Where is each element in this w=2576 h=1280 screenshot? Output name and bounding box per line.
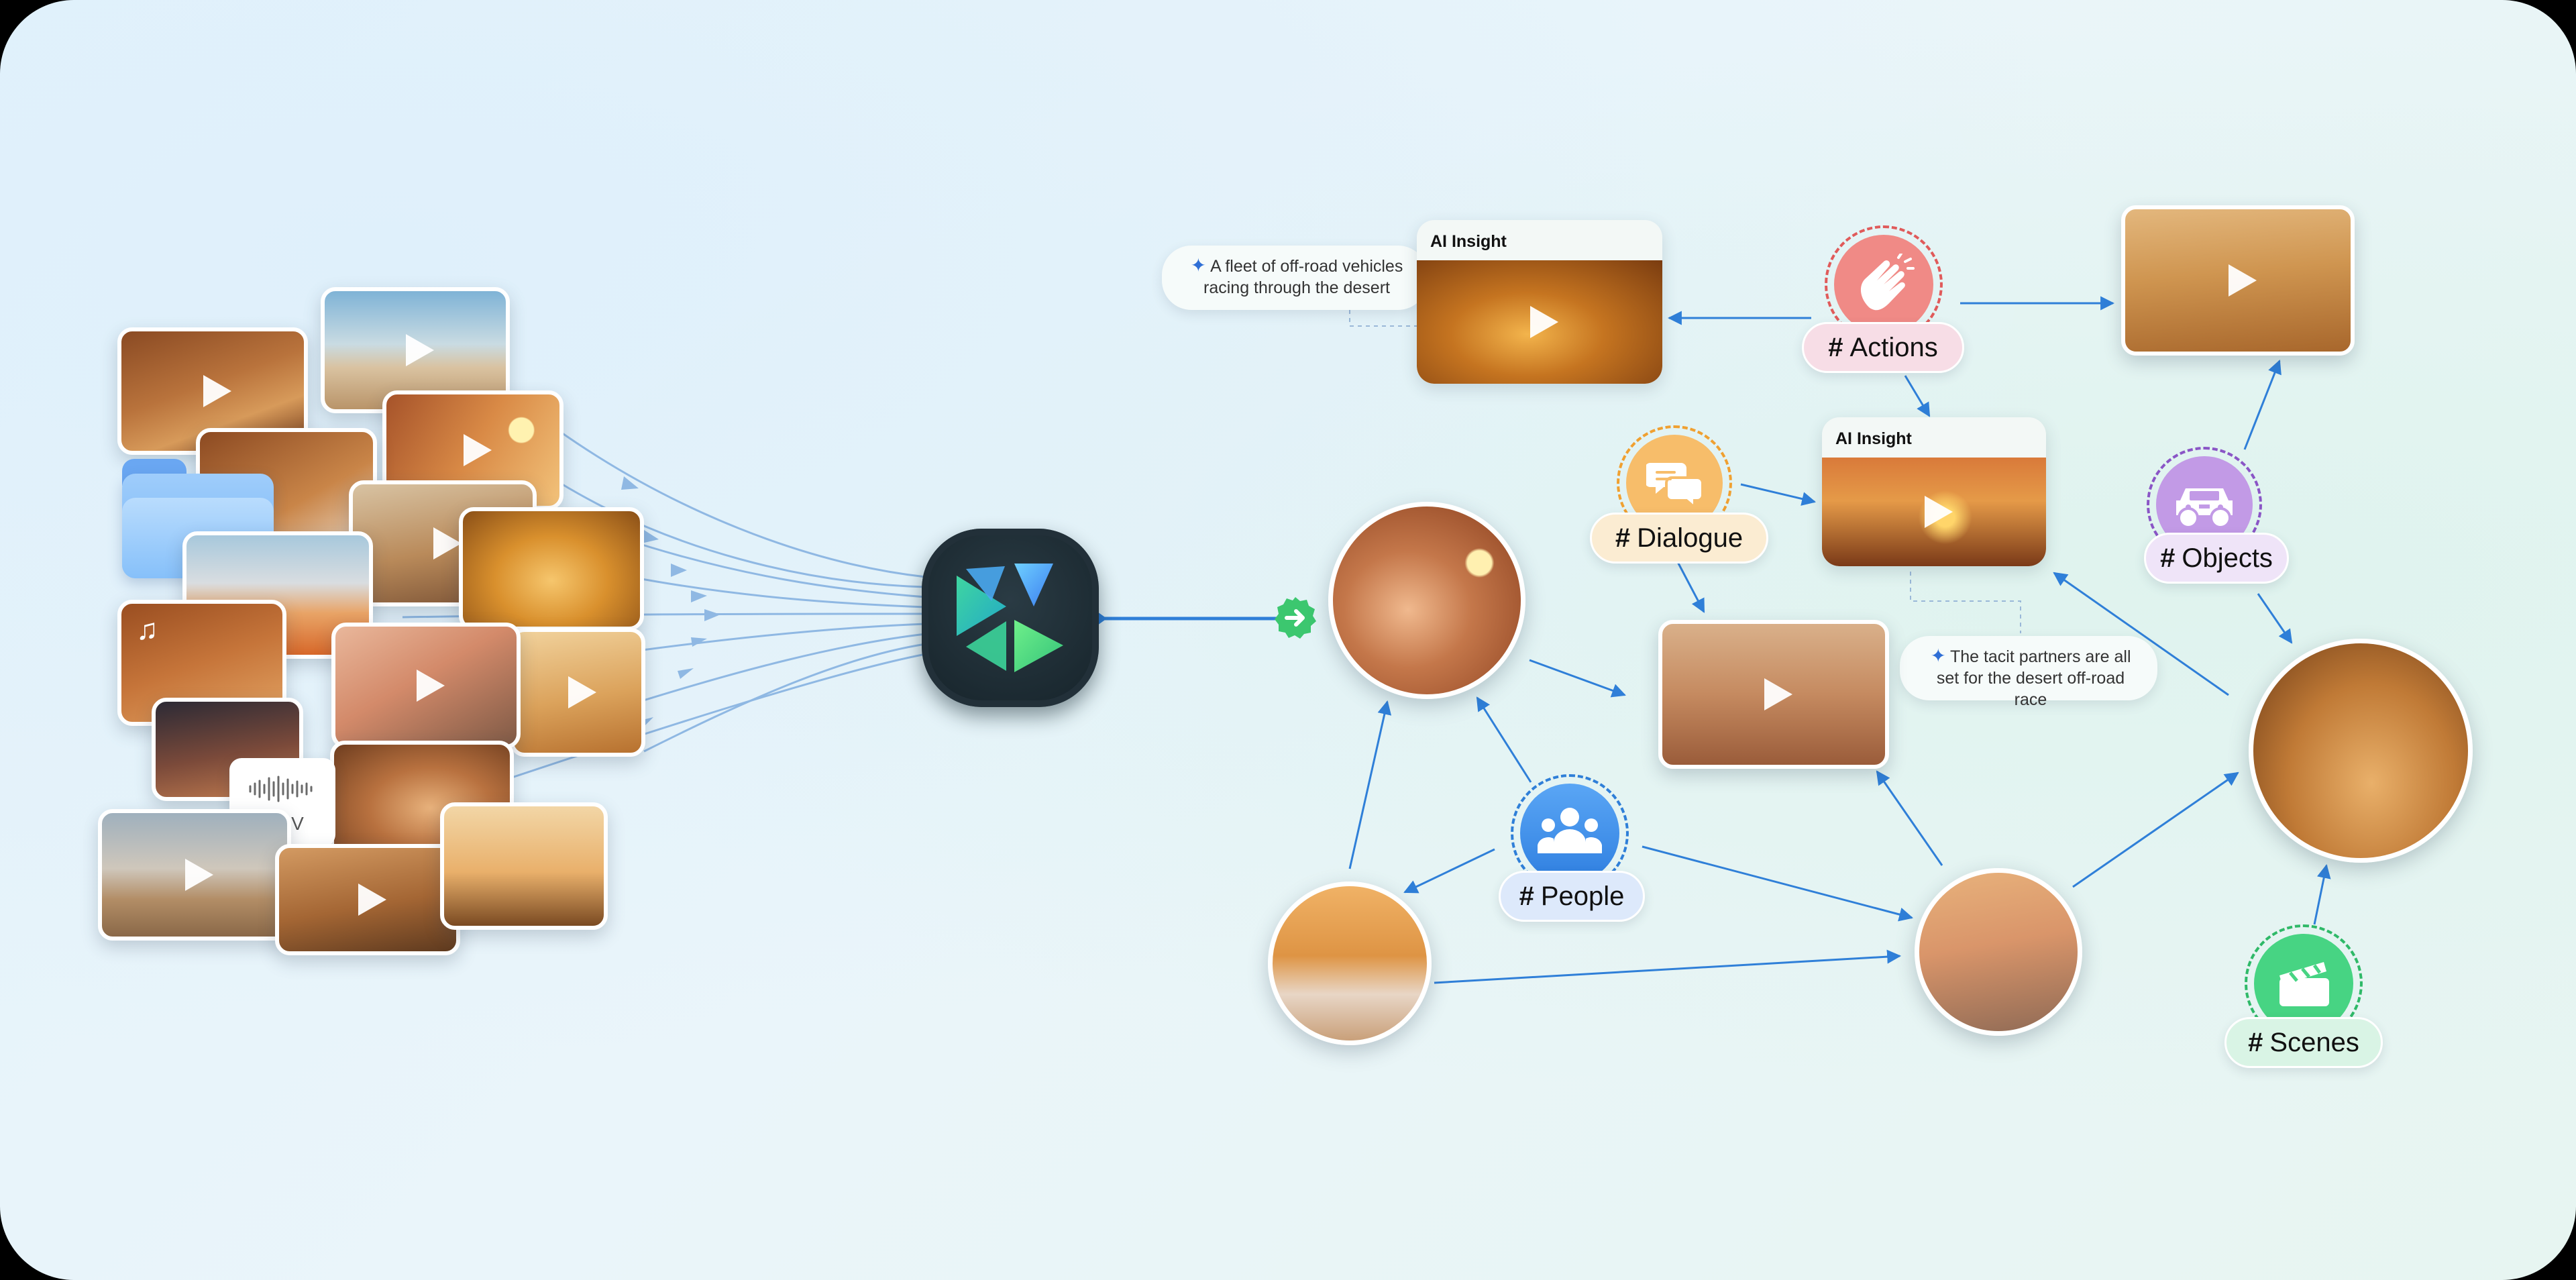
ai-insight-card-fleet[interactable]: AI Insight [1417,220,1662,384]
graph-arrows [1348,296,2331,984]
insight-header: AI Insight [1835,429,1912,448]
arrow-right-icon [1275,597,1316,639]
play-icon [185,859,213,891]
play-icon [568,676,596,708]
thumb-dunes-golden[interactable] [510,628,645,757]
play-icon [1925,496,1953,528]
scenes-tag-label[interactable]: #Scenes [2224,1017,2383,1068]
offroad-vehicle-icon [2176,488,2233,529]
actions-tag-core[interactable] [1834,235,1933,334]
insight-video-couple[interactable] [1822,458,2046,566]
object-buggy-circle[interactable] [2249,639,2473,863]
video-quad-couple[interactable] [1658,620,1889,769]
thumb-car-desert[interactable] [275,844,460,955]
person-couple-circle[interactable] [1268,882,1432,1045]
thumb-desert-road[interactable] [98,809,291,941]
insight-callout-partners: ✦The tacit partners are all set for the … [1900,636,2157,709]
waveform-icon [249,776,313,802]
scenes-tag-core[interactable] [2254,934,2353,1033]
play-icon [1530,306,1558,338]
chat-bubbles-icon [1646,463,1704,510]
play-icon [417,670,445,702]
thumb-lizard[interactable] [440,802,608,930]
app-logo[interactable] [922,529,1099,707]
group-people-icon [1538,808,1602,853]
clapperboard-icon [2279,962,2329,1006]
play-icon [1764,678,1792,710]
ai-insight-card-partners[interactable]: AI Insight [1822,417,2046,566]
person-quad-rider-circle[interactable] [1915,868,2082,1036]
play-icon [433,527,462,559]
callout-connectors [1349,310,2021,633]
logo-mark-icon [957,564,1063,672]
music-note-icon: ♫ [136,613,158,646]
people-tag-core[interactable] [1520,784,1619,883]
thumb-car-dust-golden[interactable] [459,507,644,631]
video-buggies-dunes[interactable] [2121,205,2355,356]
clapping-hands-icon [1860,254,1915,311]
people-tag-label[interactable]: #People [1499,871,1645,922]
sparkle-icon: ✦ [1190,255,1207,276]
play-icon [2229,264,2257,297]
play-icon [406,334,434,366]
thumb-quad-rider[interactable] [331,623,521,749]
person-girl-portrait[interactable] [1328,502,1525,699]
actions-tag-label[interactable]: #Actions [1802,322,1964,373]
proceed-badge[interactable] [1273,596,1318,640]
play-icon [203,375,231,407]
play-icon [358,884,386,916]
objects-tag-label[interactable]: #Objects [2144,533,2289,584]
sparkle-icon: ✦ [1930,645,1946,666]
insight-callout-fleet: ✦A fleet of off-road vehicles racing thr… [1162,246,1428,310]
insight-header: AI Insight [1430,232,1507,251]
funnel-arrowheads [621,476,720,729]
dialogue-tag-label[interactable]: #Dialogue [1590,513,1768,564]
play-icon [464,434,492,466]
insight-video-fleet[interactable] [1417,260,1662,384]
